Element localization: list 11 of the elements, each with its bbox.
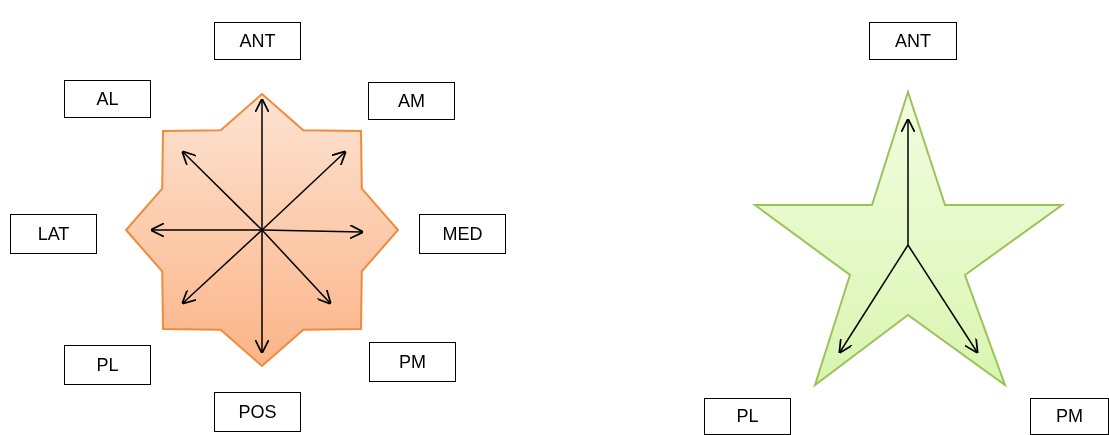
direction-label-box: PL — [704, 398, 791, 435]
direction-label-box: ANT — [869, 22, 957, 60]
direction-label-box: LAT — [10, 214, 97, 254]
direction-label-box: MED — [419, 214, 506, 254]
direction-label-box: POS — [214, 392, 301, 432]
direction-label-box: AL — [64, 80, 151, 118]
direction-label-box: PM — [369, 342, 456, 382]
direction-label-box: ANT — [214, 22, 301, 60]
direction-label-box: AM — [368, 82, 455, 120]
direction-label-box: PL — [64, 345, 151, 385]
direction-label-box: PM — [1030, 398, 1109, 435]
